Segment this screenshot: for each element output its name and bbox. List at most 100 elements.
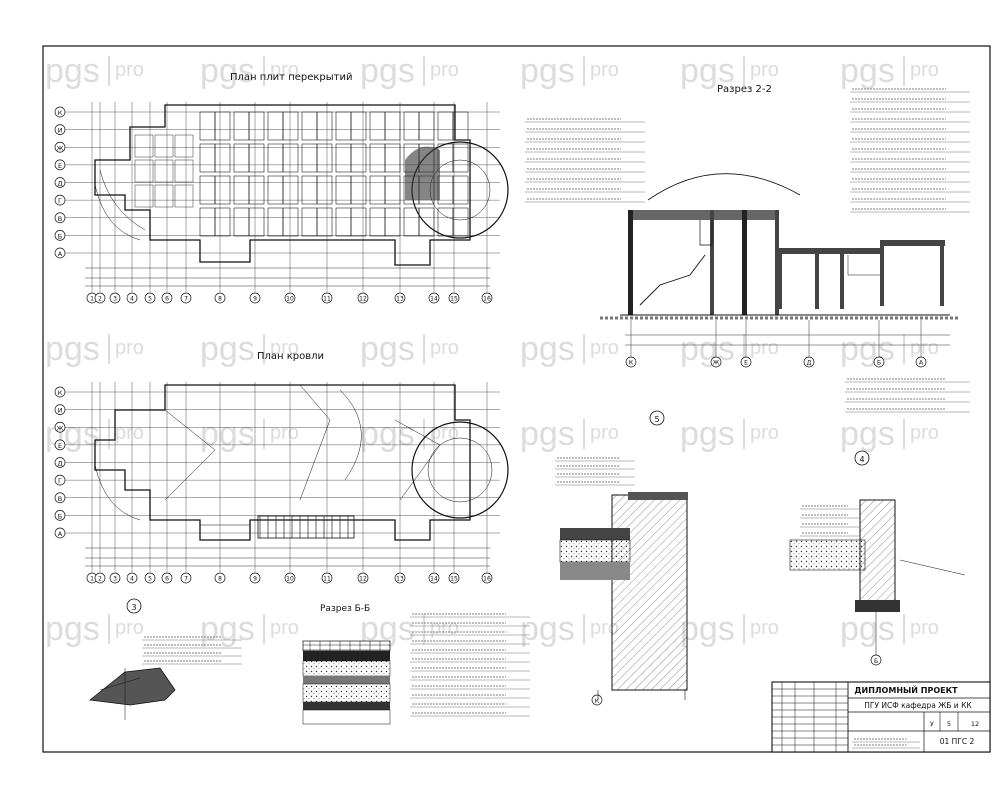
slab-panel [134, 184, 154, 208]
grid-row-marker [54, 404, 66, 415]
grid-row-marker [54, 421, 66, 433]
grid-row-label: Е [58, 442, 62, 450]
grid-column-marker [481, 572, 493, 584]
grid-column-marker [109, 292, 121, 304]
grid-row-marker [54, 230, 66, 241]
plan-roof-stair [257, 515, 355, 539]
slab-panel [174, 134, 194, 158]
grid-row-marker [54, 439, 66, 451]
watermark-suffix: pro [750, 337, 779, 359]
grid-column-marker [394, 572, 406, 584]
watermark-brand: pgs [200, 52, 255, 90]
grid-column-label: 15 [450, 576, 458, 583]
watermark-brand: pgs [45, 330, 100, 368]
grid-column-label: 9 [253, 296, 257, 303]
grid-row-label: Г [58, 197, 62, 205]
slab-panel [174, 159, 194, 183]
grid-column-label: 11 [323, 576, 331, 583]
grid-column-marker [284, 572, 296, 584]
grid-column-marker [481, 292, 493, 304]
grid-row-label: Е [58, 162, 62, 170]
grid-column-label: 15 [450, 296, 458, 303]
plan-roof-grid [65, 382, 500, 572]
grid-row-label: В [58, 215, 62, 223]
grid-column-label: 10 [286, 296, 294, 303]
grid-row-marker [54, 124, 66, 135]
grid-column-label: 6 [165, 296, 169, 303]
grid-column-label: 3 [113, 296, 117, 303]
watermark-suffix: pro [430, 422, 459, 444]
grid-column-label: 1 [90, 576, 94, 583]
grid-column-marker [161, 572, 173, 584]
watermark-brand: pgs [520, 415, 575, 453]
grid-row-label: К [58, 389, 63, 397]
watermark-brand: pgs [840, 610, 895, 648]
grid-column-marker [394, 292, 406, 304]
watermark-suffix: pro [750, 422, 779, 444]
section-axis-marker [740, 356, 752, 368]
grid-column-label: 13 [396, 296, 404, 303]
title-block-signature-grid [772, 682, 848, 752]
grid-column-marker [428, 572, 440, 584]
section-2-2-title: Разрез 2-2 [717, 84, 772, 95]
watermark-brand: pgs [45, 415, 100, 453]
grid-row-marker [54, 212, 66, 224]
grid-column-label: 16 [483, 576, 491, 583]
title-block-sheets-total: 12 [971, 720, 979, 728]
section-axis-label: Б [877, 360, 881, 367]
node-4-axis: Б [874, 658, 878, 665]
watermark-brand: pgs [200, 610, 255, 648]
grid-row-label: Б [58, 232, 62, 240]
watermark-suffix: pro [115, 617, 144, 639]
grid-row-label: Д [57, 460, 62, 468]
section-b-b: Разрез Б-Б [302, 604, 530, 725]
grid-row-label: А [58, 250, 63, 258]
grid-column-label: 5 [148, 296, 152, 303]
watermark-brand: pgs [200, 330, 255, 368]
watermark-brand: pgs [680, 330, 735, 368]
grid-column-label: 7 [184, 576, 188, 583]
grid-column-marker [126, 292, 138, 304]
grid-column-label: 1 [90, 296, 94, 303]
node-3: 3 [89, 598, 242, 720]
grid-column-marker [144, 572, 156, 584]
grid-row-marker [54, 474, 66, 486]
node-5-axis: К [595, 698, 600, 705]
grid-column-marker [214, 292, 226, 304]
grid-column-label: 4 [130, 576, 134, 583]
title-block-project: ДИПЛОМНЫЙ ПРОЕКТ [854, 684, 958, 695]
grid-column-label: 14 [430, 296, 438, 303]
watermark-suffix: pro [115, 59, 144, 81]
watermark-suffix: pro [750, 617, 779, 639]
plan-roof-framing-slabs [134, 111, 469, 237]
slab-panel [134, 159, 154, 183]
watermark-brand: pgs [680, 415, 735, 453]
grid-column-label: 12 [359, 296, 367, 303]
grid-column-marker [161, 292, 173, 304]
slab-panel [174, 184, 194, 208]
grid-column-marker [284, 292, 296, 304]
slab-panel [134, 134, 154, 158]
node-4: 4 Б [789, 450, 966, 666]
grid-row-label: А [58, 530, 63, 538]
grid-row-label: Д [57, 180, 62, 188]
grid-row-label: В [58, 495, 62, 503]
watermark-brand: pgs [840, 415, 895, 453]
grid-column-marker [144, 292, 156, 304]
grid-row-label: К [58, 109, 63, 117]
sheet-frame [42, 45, 991, 753]
grid-row-label: И [58, 127, 63, 135]
section-axis-label: Д [807, 360, 812, 367]
section-axis-label: Е [744, 360, 748, 367]
grid-column-label: 5 [148, 576, 152, 583]
node-4-notes [800, 505, 860, 537]
grid-row-marker [54, 159, 66, 171]
grid-column-label: 8 [218, 296, 222, 303]
grid-column-marker [249, 572, 261, 584]
node-5-notes [555, 457, 635, 486]
watermark-suffix: pro [430, 337, 459, 359]
